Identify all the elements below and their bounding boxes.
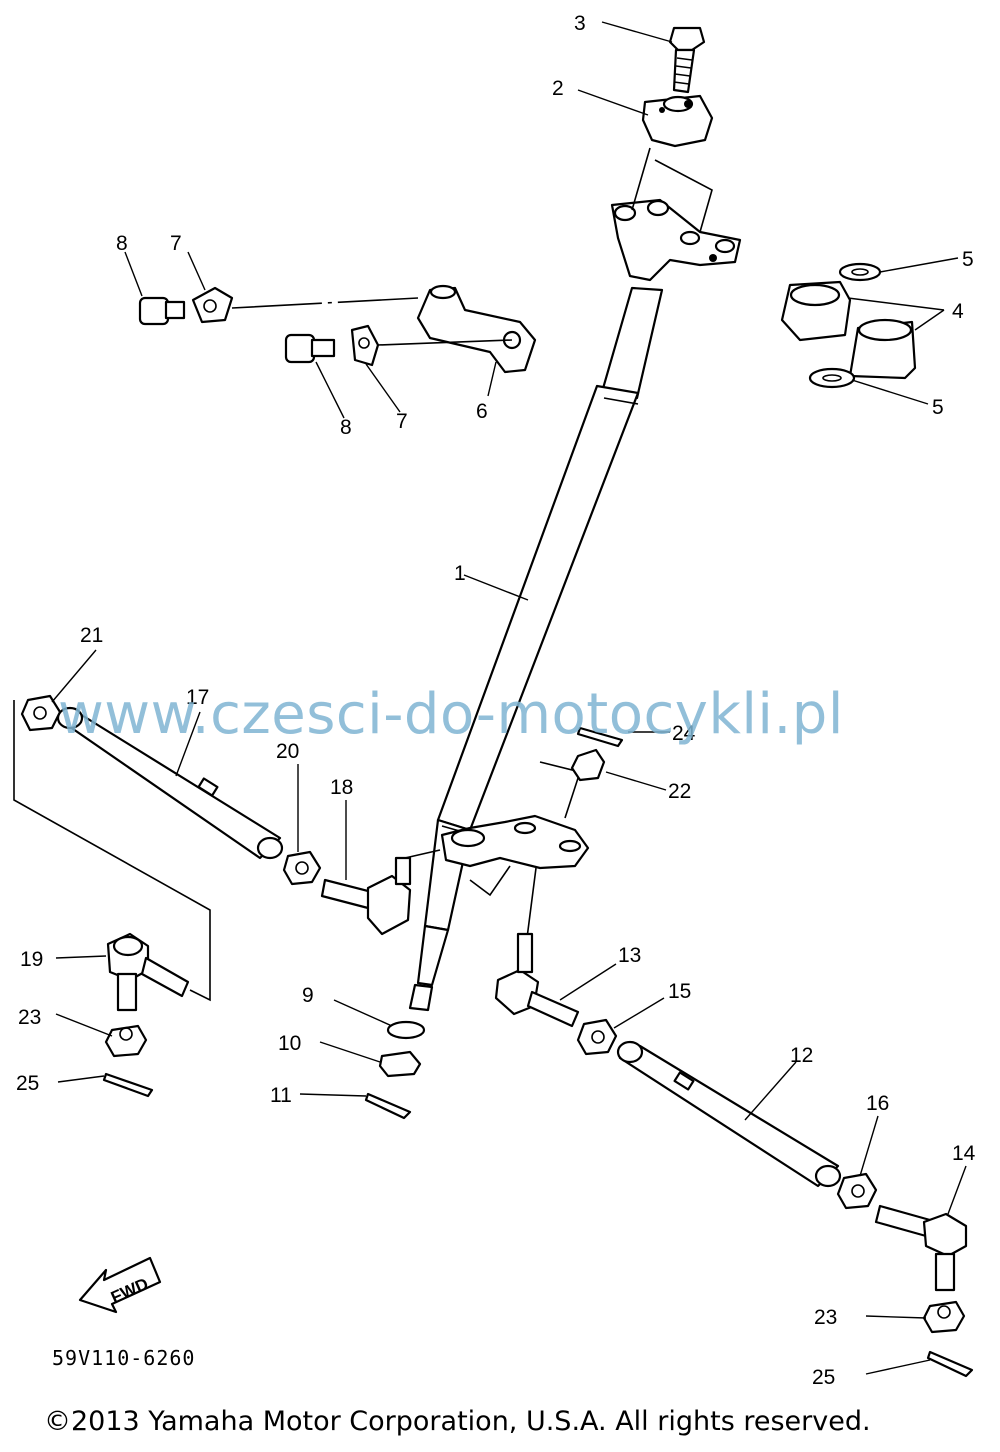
callout-11: 11 <box>270 1084 292 1107</box>
callout-16: 16 <box>866 1092 889 1115</box>
bolt-lower <box>284 333 336 364</box>
callout-15: 15 <box>668 980 691 1003</box>
callout-25-left: 25 <box>16 1072 39 1095</box>
holder-alignment-lines <box>631 147 713 233</box>
callout-10: 10 <box>278 1032 301 1055</box>
pitman-plate <box>440 814 590 870</box>
callout-4: 4 <box>952 300 964 323</box>
callout-22: 22 <box>668 780 691 803</box>
callout-6: 6 <box>476 400 488 423</box>
callout-23-left: 23 <box>18 1006 41 1029</box>
callout-20: 20 <box>276 740 299 763</box>
callout-14: 14 <box>952 1142 976 1165</box>
callout-3: 3 <box>574 12 586 35</box>
washer-9 <box>386 1020 426 1040</box>
callout-8-upper: 8 <box>116 232 128 255</box>
callout-7-lower: 7 <box>396 410 408 433</box>
callout-8-lower: 8 <box>340 416 352 439</box>
lock-washer-lower <box>350 324 380 367</box>
nut-23-left <box>104 1024 148 1058</box>
callout-21: 21 <box>80 624 103 647</box>
steering-arm <box>416 284 537 374</box>
nut-23-right <box>922 1300 966 1334</box>
cotter-pin-25-right <box>926 1350 974 1378</box>
callout-17: 17 <box>186 686 209 709</box>
tie-rod-right <box>616 1040 842 1188</box>
nut-21 <box>20 694 62 732</box>
left-assembly-bracket <box>13 700 211 1002</box>
tie-rod-end-13 <box>494 932 580 1028</box>
callout-2: 2 <box>552 77 564 100</box>
nut-16 <box>836 1172 878 1210</box>
tie-rod-end-19 <box>106 932 190 1012</box>
callout-25-right: 25 <box>812 1366 835 1389</box>
lock-washer-upper <box>191 286 234 324</box>
callout-23-right: 23 <box>814 1306 837 1329</box>
watermark: www.czesci-do-motocykli.pl <box>58 682 844 747</box>
bolt-upper <box>138 296 186 326</box>
tie-rod-end-14 <box>874 1204 968 1292</box>
callout-7-upper: 7 <box>170 232 182 255</box>
upper-holder <box>641 94 714 148</box>
nut-20 <box>282 850 322 886</box>
steering-shaft <box>408 286 664 1012</box>
callout-13: 13 <box>618 944 641 967</box>
cotter-pin-25-left <box>102 1072 154 1098</box>
shaft-upper-bracket <box>610 198 742 282</box>
forward-arrow-icon: FWD <box>78 1256 162 1314</box>
callout-24: 24 <box>672 722 696 745</box>
nut-10 <box>378 1050 422 1078</box>
tie-rod-left <box>56 706 284 860</box>
arm-alignment-lines <box>231 297 513 346</box>
tie-rod-end-18 <box>320 856 412 936</box>
castle-nut-top <box>570 748 606 782</box>
diagram-code: 59V110-6260 <box>52 1346 196 1370</box>
cotter-pin-11 <box>364 1092 412 1120</box>
nut-15 <box>576 1018 618 1056</box>
callout-5-upper: 5 <box>962 248 974 271</box>
leader-lines <box>51 21 967 1375</box>
callout-19: 19 <box>20 948 43 971</box>
callout-18: 18 <box>330 776 353 799</box>
callout-labels: 3 2 5 4 5 8 7 8 7 6 1 21 17 24 20 18 22 … <box>16 12 976 1389</box>
callout-12: 12 <box>790 1044 813 1067</box>
callout-5-lower: 5 <box>932 396 944 419</box>
callout-1: 1 <box>454 562 466 585</box>
washer-upper <box>838 262 882 282</box>
bushing-lower <box>848 318 917 380</box>
copyright-notice: ©2013 Yamaha Motor Corporation, U.S.A. A… <box>44 1406 871 1437</box>
holder-bolt <box>668 26 706 94</box>
callout-9: 9 <box>302 984 314 1007</box>
cotter-pin-top <box>576 726 624 748</box>
bushing-upper <box>780 280 852 342</box>
washer-lower <box>808 367 856 389</box>
